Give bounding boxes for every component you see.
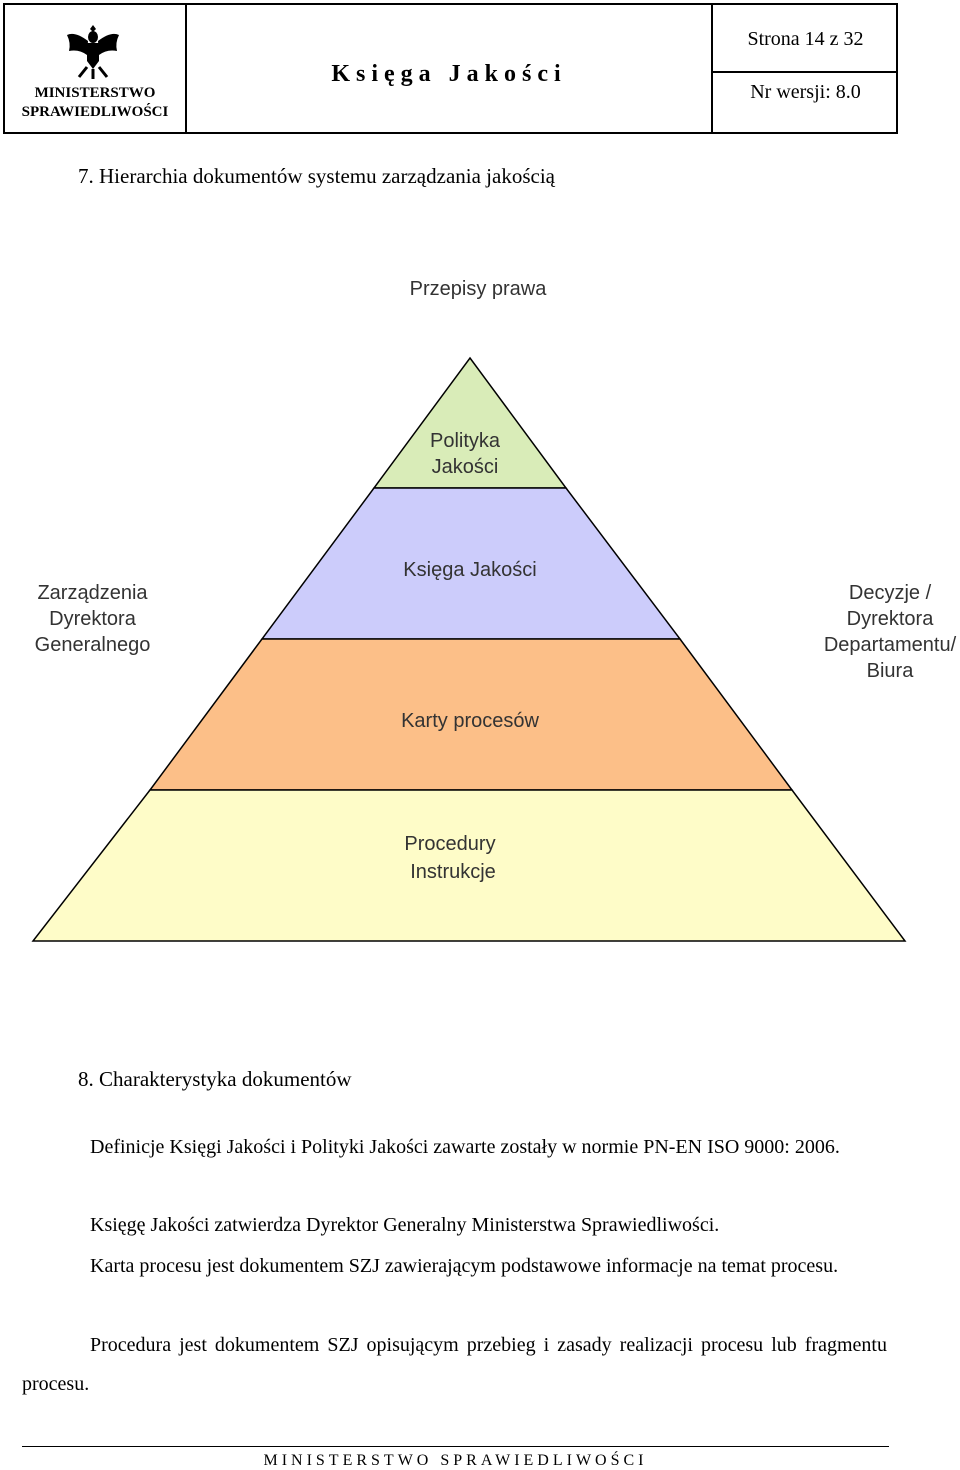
version-number: Nr wersji: 8.0 — [750, 81, 861, 103]
pyramid-top-label: Przepisy prawa — [409, 278, 547, 300]
page-number: Strona 14 z 32 — [747, 28, 864, 50]
pyramid-level-1-label: Polityka Jakości — [429, 430, 501, 478]
pyramid-level-3-label: Karty procesów — [401, 710, 539, 732]
pyramid-level-4-label: Procedury Instrukcje — [404, 833, 496, 883]
page-header: MINISTERSTWO SPRAWIEDLIWOŚCI Księga Jako… — [3, 3, 898, 134]
pyramid-level-4 — [31, 789, 907, 942]
right-side-label: Decyzje / Dyrektora Departamentu/ Biura — [823, 582, 957, 682]
paragraph-process-card: Karta procesu jest dokumentem SZJ zawier… — [90, 1255, 839, 1277]
eagle-emblem-icon — [67, 25, 119, 79]
paragraph-procedure: Procedura jest dokumentem SZJ opisującym… — [22, 1334, 887, 1395]
paragraph-approval: Księgę Jakości zatwierdza Dyrektor Gener… — [90, 1214, 720, 1236]
paragraph-definitions: Definicje Księgi Jakości i Polityki Jako… — [90, 1136, 840, 1158]
page-footer: MINISTERSTWO SPRAWIEDLIWOŚCI — [263, 1452, 648, 1469]
footer-divider — [22, 1446, 889, 1447]
ministry-name-line2: SPRAWIEDLIWOŚCI — [21, 104, 169, 120]
pyramid-level-2-label: Księga Jakości — [403, 559, 537, 581]
section-7-heading: 7. Hierarchia dokumentów systemu zarządz… — [78, 164, 555, 188]
left-side-label: Zarządzenia Dyrektora Generalnego — [34, 582, 151, 656]
section-8-heading: 8. Charakterystyka dokumentów — [78, 1067, 352, 1091]
ministry-name-line1: MINISTERSTWO — [34, 85, 156, 101]
document-title: Księga Jakości — [331, 61, 567, 87]
